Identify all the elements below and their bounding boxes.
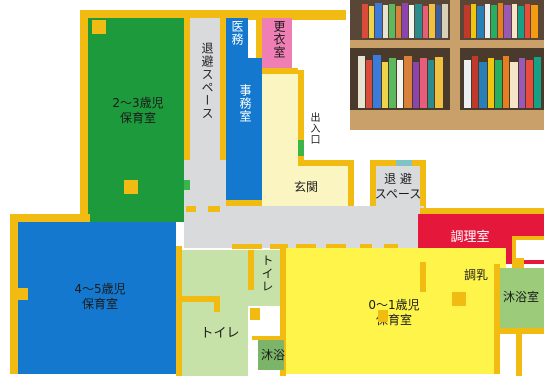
room-bath-lower — [500, 334, 544, 376]
room-bath-label: 沐浴室 — [502, 290, 539, 304]
room-evac-left-label: 退避スペース — [200, 42, 214, 120]
wall-block — [124, 180, 138, 194]
wall-block — [512, 258, 524, 268]
room-genkan — [262, 164, 352, 212]
wall-top — [80, 10, 350, 20]
wall-changing-bottom — [258, 68, 298, 74]
wall-corridor-dash — [186, 206, 196, 212]
room-bath — [498, 268, 544, 328]
room-office-label: 事務室 — [238, 84, 252, 123]
wall-left-outer — [10, 214, 18, 374]
kitchen-white-notch — [512, 236, 544, 260]
room-preschool-4-5 — [18, 222, 176, 374]
wall-corridor-dash — [326, 244, 346, 249]
room-medical-label: 医務 — [230, 20, 244, 46]
wall-block — [18, 288, 28, 300]
door-evac-right — [396, 160, 412, 166]
wall-shower-small — [252, 336, 286, 340]
room-preschool-4-5-label: 4～5歳児 保育室 — [74, 282, 126, 311]
wall-changing-left — [256, 14, 262, 74]
wall-block — [250, 308, 260, 320]
room-shower-small — [258, 340, 284, 370]
wall-block — [92, 20, 106, 34]
entrance-side-label: 出入口 — [308, 112, 319, 145]
wall-block — [378, 310, 388, 322]
room-changing-label: 更衣室 — [272, 20, 286, 59]
wall-genkan-right — [348, 160, 354, 216]
room-evac-right — [376, 166, 420, 212]
photo-white-border-bottom — [346, 130, 544, 134]
bookshelf-illustration — [350, 0, 544, 130]
room-shower-small-label: 沐浴 — [260, 348, 285, 362]
wall-preschool-top — [10, 214, 90, 222]
wall-evac-right-right — [420, 160, 426, 216]
wall-evac-right — [220, 14, 226, 206]
room-toilet-area — [182, 250, 248, 376]
room-office — [226, 58, 262, 202]
wall-bath-lower-right — [516, 334, 522, 376]
wall-kitchen-top — [420, 208, 544, 214]
wall-toilet-inner — [248, 250, 254, 290]
wall-toilet-right — [280, 246, 286, 376]
room-genkan-label: 玄関 — [293, 180, 318, 194]
wall-block — [452, 292, 466, 306]
corridor-main — [184, 206, 424, 248]
wall-green-right — [184, 14, 190, 222]
wall-corridor-dash — [208, 206, 220, 212]
wall-bath-bottom — [494, 328, 544, 334]
room-toilet-large-label: トイレ — [200, 326, 240, 341]
wall-formula — [420, 262, 426, 292]
room-toilet-small-label: トイレ — [260, 254, 274, 293]
wall-preschool-right — [176, 246, 182, 376]
room-changing — [262, 18, 292, 68]
room-toddler-2-3-label: 2～3歳児 保育室 — [112, 96, 164, 125]
wall-corridor-dash — [296, 244, 316, 249]
wall-corridor-dash — [384, 244, 398, 249]
wall-evac-right-left — [370, 160, 376, 216]
room-medical — [226, 18, 248, 58]
room-infant-0-1-label: 0～1歳児 保育室 — [368, 298, 420, 327]
wall-bath-left — [494, 264, 500, 374]
bookshelf-photo — [350, 0, 544, 130]
room-infant-0-1-ext — [424, 264, 506, 374]
wall-left-upper — [80, 10, 88, 222]
wall-office-left — [220, 200, 266, 206]
wall-corridor-dash — [360, 244, 372, 249]
room-kitchen-label: 調理室 — [450, 230, 490, 245]
room-formula-label: 調乳 — [463, 268, 488, 282]
wall-hall-right — [298, 70, 304, 166]
wall-corridor-dash — [232, 244, 262, 249]
wall-toilet-step-v — [214, 296, 220, 312]
photo-white-border — [346, 0, 350, 134]
wall-corridor-dash — [270, 244, 288, 249]
wall-genkan-top — [298, 160, 354, 166]
wall-toilet-step — [176, 296, 220, 302]
room-evac-right-label: 退 避 スペース — [374, 172, 422, 201]
room-hall-upper — [262, 74, 298, 164]
door-green — [184, 180, 190, 190]
door-entrance — [298, 140, 304, 156]
room-evac-left — [190, 18, 220, 160]
